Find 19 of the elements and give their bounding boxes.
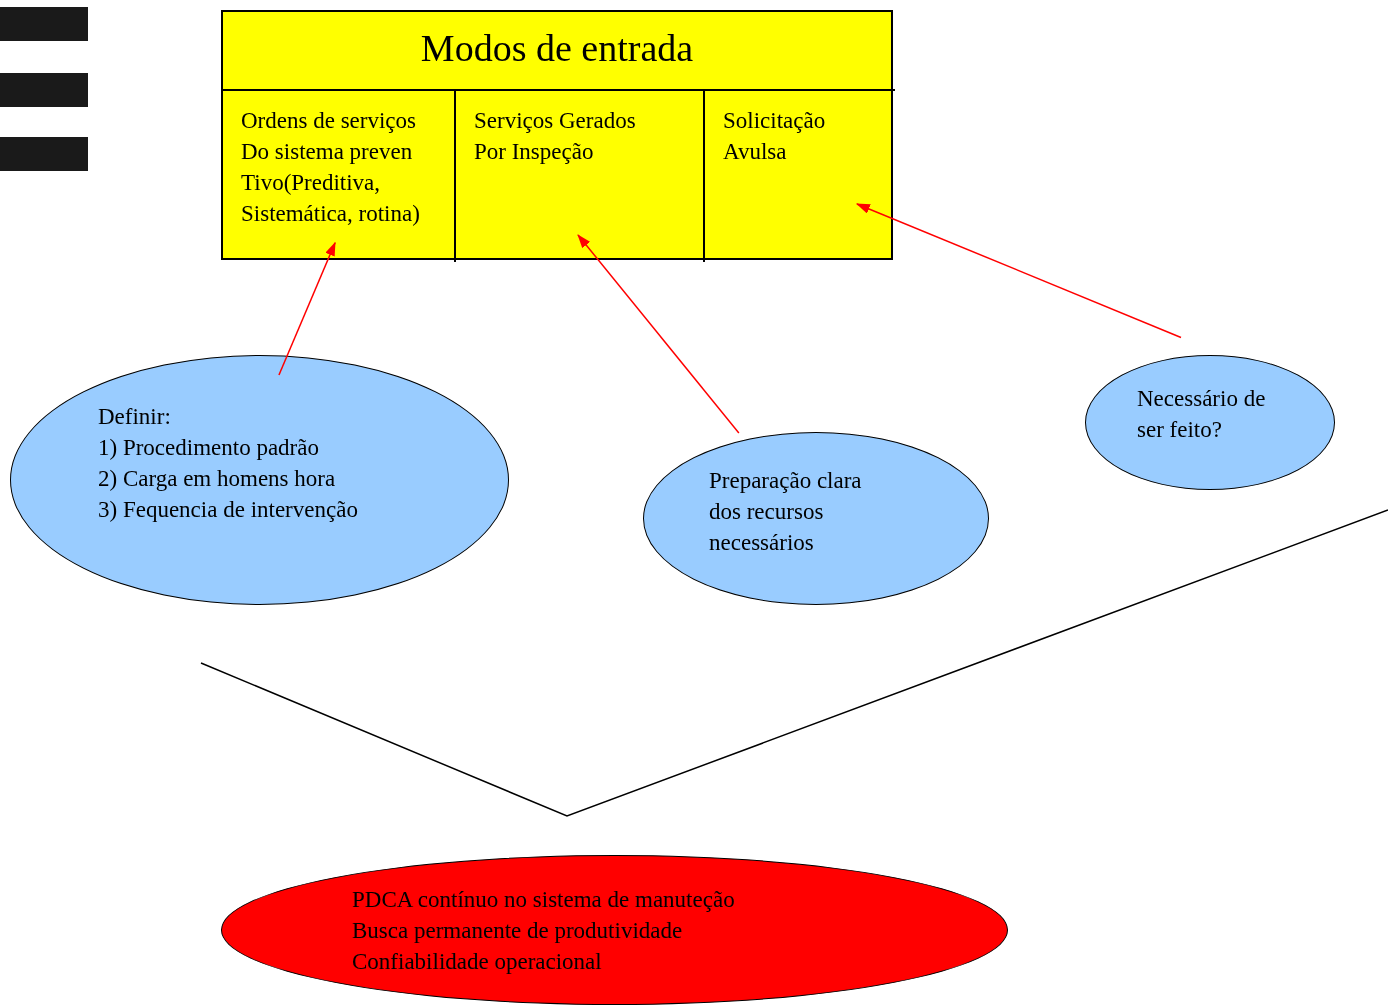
cell-text: Solicitação Avulsa <box>723 107 827 166</box>
cell-text: Ordens de serviços Do sistema preven Tivo(Preditiva, Sistemática, rotina) <box>241 107 421 228</box>
table-cell <box>703 89 895 262</box>
arrow <box>856 203 1182 339</box>
ellipse-text: Preparação clara dos recursos necessários <box>709 467 863 557</box>
ellipse-text: 3) Fequencia de intervenção <box>98 496 359 524</box>
table-title: Modos de entrada <box>419 26 695 71</box>
ellipse-text: 2) Carga em homens hora <box>98 465 337 493</box>
ellipse-text: Busca permanente de produtividade <box>352 917 684 945</box>
ellipse-text: PDCA contínuo no sistema de manuteção <box>352 886 736 914</box>
ellipse-text: Necessário de ser feito? <box>1137 385 1267 444</box>
arrow <box>577 234 740 434</box>
ellipse-text: Definir: <box>98 403 172 431</box>
cell-text: Serviços Gerados Por Inspeção <box>474 107 637 166</box>
entry-modes-table <box>221 10 893 260</box>
ellipse-text: Confiabilidade operacional <box>352 948 603 976</box>
ellipse-text: 1) Procedimento padrão <box>98 434 320 462</box>
arrow <box>278 241 336 376</box>
table-cell <box>454 89 703 262</box>
